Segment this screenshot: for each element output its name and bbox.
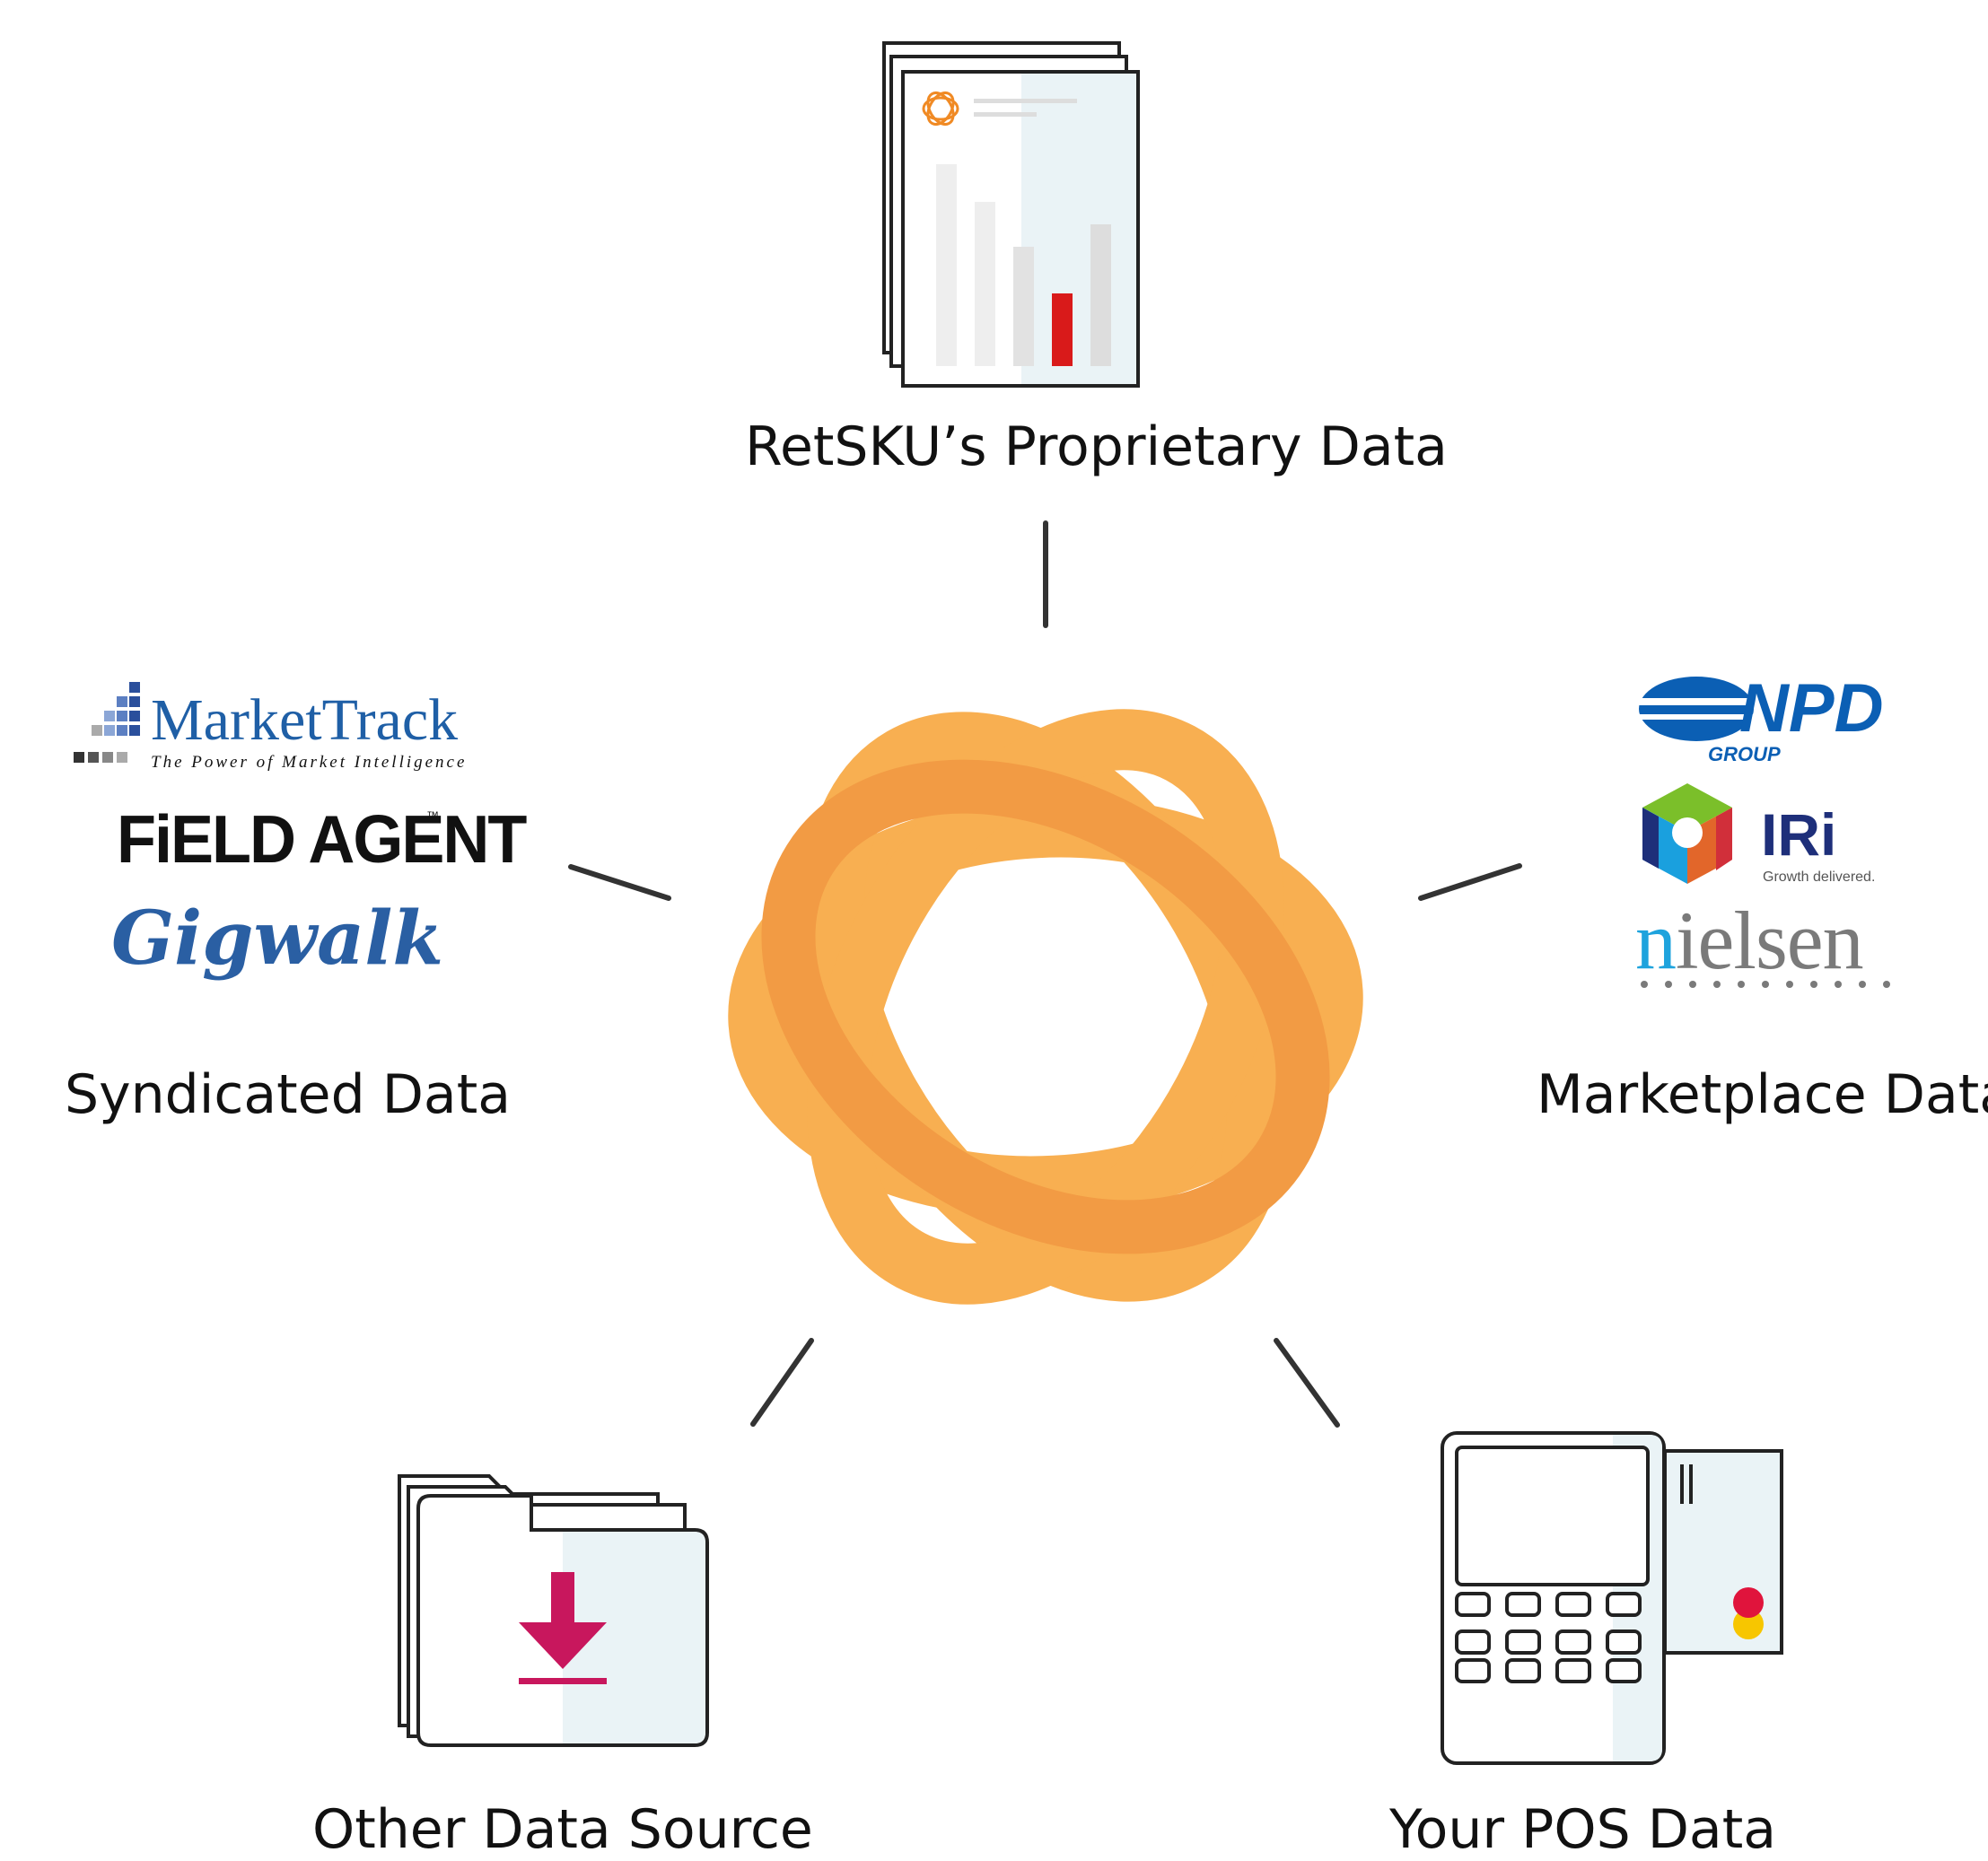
gigwalk-logo: Gigwalk <box>111 896 444 982</box>
nielsen-dots-icon <box>1641 981 1890 988</box>
pos-screen <box>1455 1446 1650 1586</box>
npd-logo: NPD <box>1739 670 1884 747</box>
report-bar-5 <box>1090 224 1111 366</box>
label-retsku-proprietary-data: RetSKU’s Proprietary Data <box>745 415 1448 478</box>
pos-keypad <box>1455 1592 1642 1683</box>
fieldagent-logo: FiELD AGENT <box>117 802 527 878</box>
iri-logo: IRi <box>1761 801 1837 868</box>
report-bar-4 <box>1052 293 1073 366</box>
folder-download-icon <box>398 1474 709 1747</box>
label-your-pos-data: Your POS Data <box>1389 1798 1776 1861</box>
logo-ring-4 <box>761 759 1330 1254</box>
npd-swoosh-icon <box>1639 677 1754 741</box>
connector-left <box>568 864 671 901</box>
fieldagent-tm: ™ <box>426 808 439 823</box>
nielsen-logo-rest: ielsen <box>1676 895 1864 986</box>
retsku-logo-icon <box>728 709 1363 1305</box>
connector-bottom-left <box>750 1338 814 1427</box>
marketrack-bars-icon <box>74 682 140 763</box>
download-arrow-base <box>519 1678 607 1684</box>
nielsen-logo-initial: n <box>1635 895 1677 986</box>
download-arrow-head <box>519 1622 607 1669</box>
report-bar-3 <box>1013 247 1034 366</box>
label-syndicated-data: Syndicated Data <box>65 1063 511 1126</box>
report-bar-2 <box>975 202 995 366</box>
connector-lines <box>568 520 1522 1428</box>
pos-terminal-icon <box>1441 1431 1783 1765</box>
marketrack-logo: MarketTrack <box>151 687 459 753</box>
report-shade <box>1021 74 1136 384</box>
report-bar-1 <box>936 164 957 366</box>
connector-right <box>1418 863 1522 901</box>
pos-card-slot-2 <box>1689 1464 1693 1504</box>
label-marketplace-data: Marketplace Data <box>1537 1063 1988 1126</box>
folder-shade <box>563 1532 705 1743</box>
label-other-data-source: Other Data Source <box>312 1798 813 1861</box>
logo-ring-3 <box>807 709 1284 1305</box>
download-arrow-shaft <box>551 1572 574 1628</box>
nielsen-logo: nielsen <box>1635 899 1864 982</box>
report-mini-logo-icon <box>922 91 959 127</box>
iri-tagline: Growth delivered. <box>1763 869 1876 885</box>
npd-group: GROUP <box>1708 743 1781 765</box>
pos-card-dot-yellow <box>1733 1609 1764 1639</box>
report-header-line-2 <box>974 112 1037 117</box>
pos-card-dot-red <box>1733 1587 1764 1618</box>
report-document-icon <box>882 41 1140 388</box>
logo-ring-1 <box>728 796 1363 1218</box>
connector-bottom-right <box>1274 1338 1340 1428</box>
report-header-line-1 <box>974 99 1077 103</box>
marketrack-tagline: The Power of Market Intelligence <box>151 753 468 772</box>
iri-cube-icon <box>1642 783 1732 884</box>
pos-card-slot-1 <box>1680 1464 1684 1504</box>
